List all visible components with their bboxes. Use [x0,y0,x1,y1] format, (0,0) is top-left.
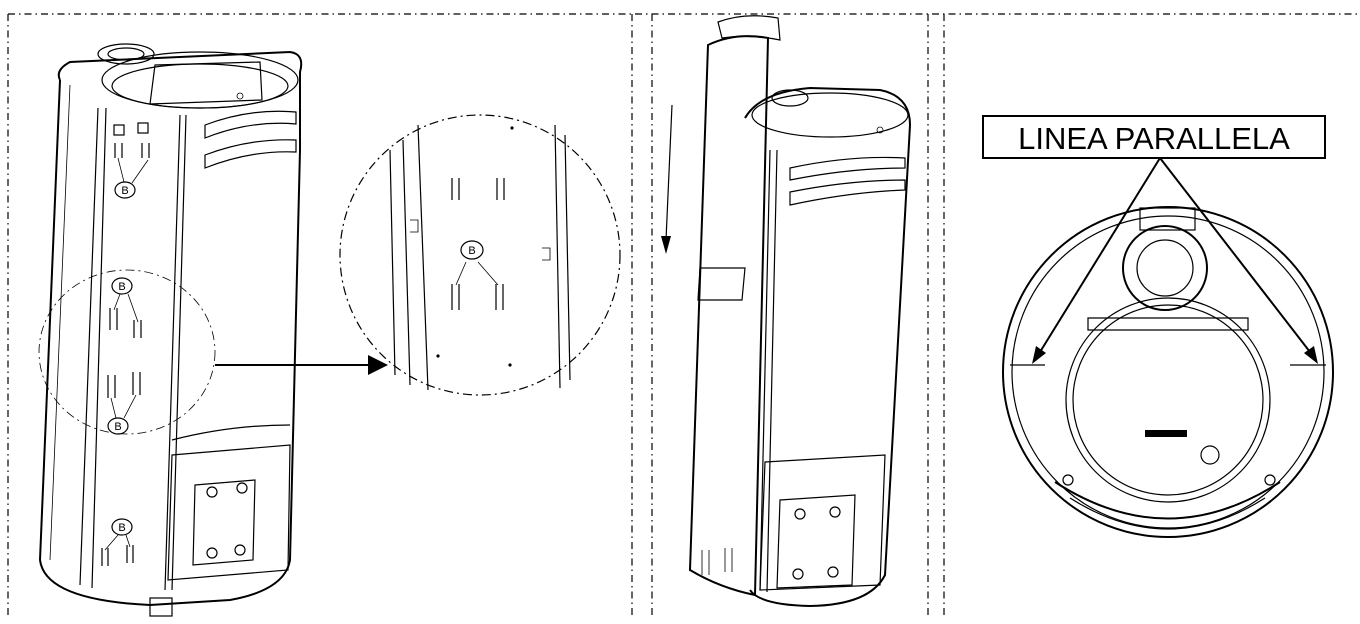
detail-magnified-view: B [339,114,621,396]
marker-label: B [118,281,125,293]
marker-label: B [468,245,475,257]
marker-label: B [114,421,121,433]
panel-frames [7,13,1360,619]
vent-grilles [204,110,297,169]
parallel-line-callout: LINEA PARALLELA [982,115,1326,364]
parallel-line-label-box [982,115,1326,159]
detail-arrow [215,355,388,375]
fixing-marker-top: B [114,157,149,199]
marker-label: B [118,522,125,534]
fixing-marker-middle-lower: B [107,394,137,435]
stove-rear-view [38,43,303,617]
parallel-line-label: LINEA PARALLELA [1018,121,1290,156]
stove-panel-install-view [688,15,912,608]
detail-source-circle [38,269,216,435]
fixing-marker-middle-upper: B [111,277,139,323]
fixing-marker-bottom: B [104,518,133,551]
marker-label: B [121,185,128,197]
slide-down-arrow [661,104,673,254]
stove-top-view [1002,206,1334,538]
